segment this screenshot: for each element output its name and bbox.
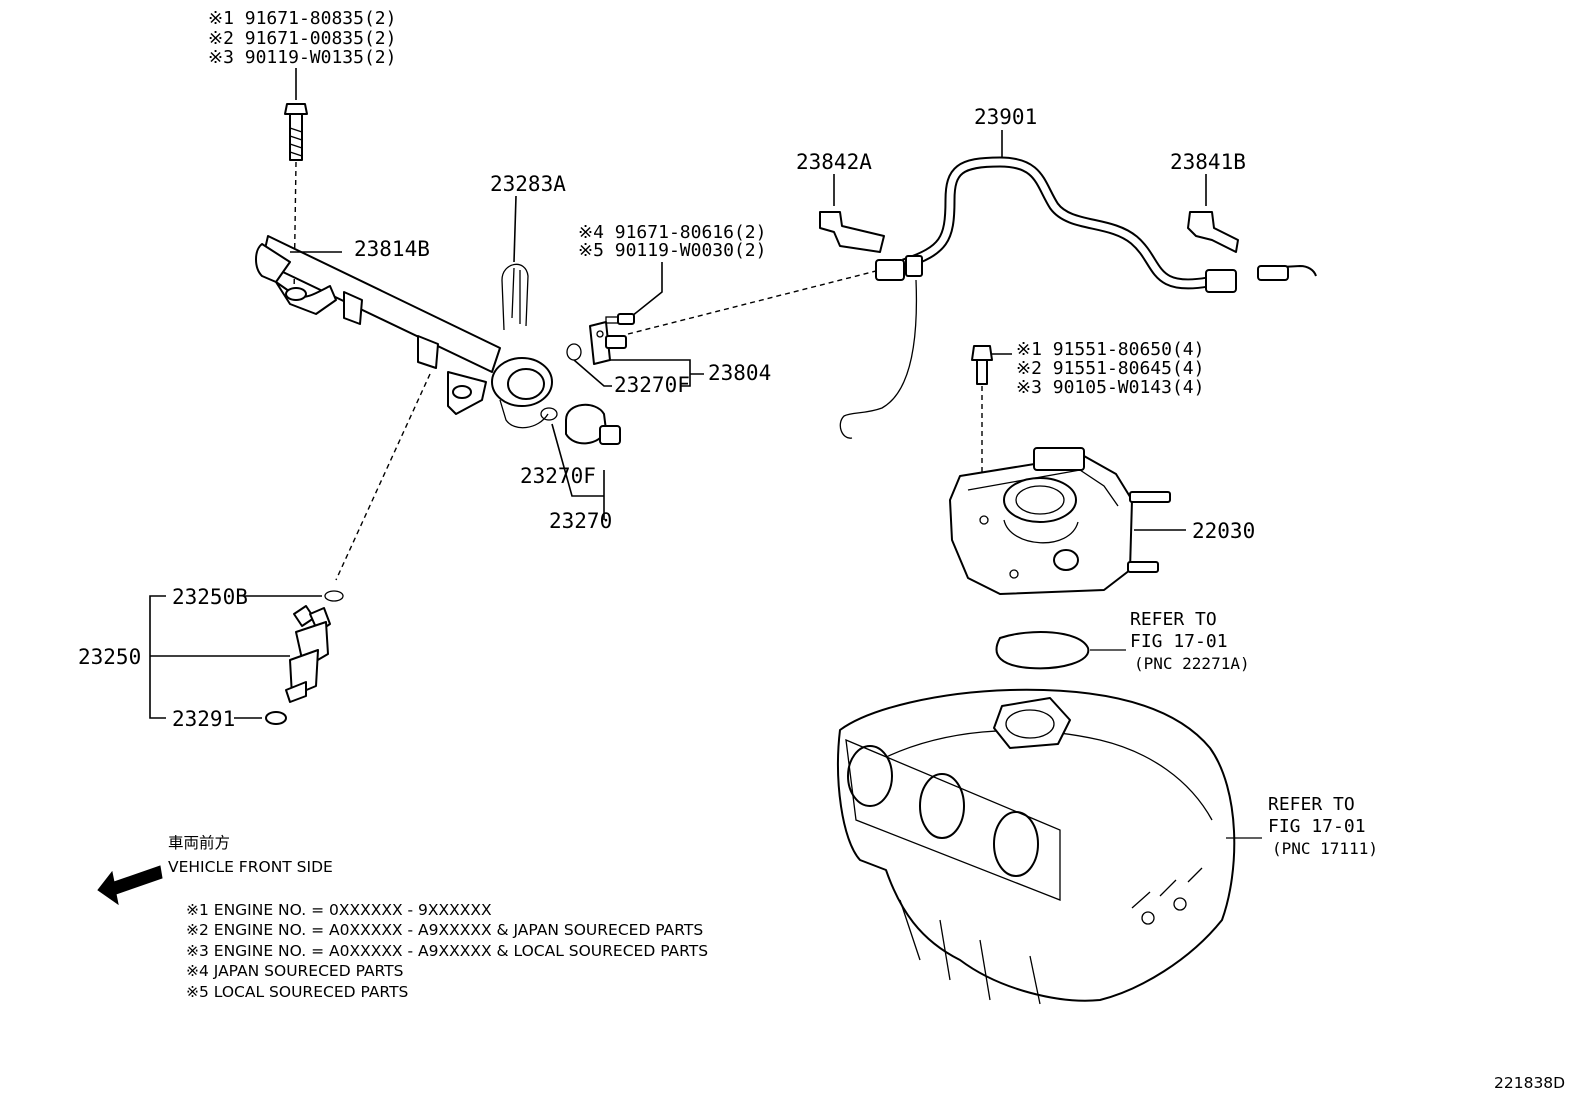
intake-manifold-drawing — [837, 688, 1236, 1005]
ref-gasket-line-2: FIG 17-01 — [1130, 631, 1228, 652]
leader-23250 — [149, 595, 290, 719]
label-23814B: 23814B — [354, 237, 430, 261]
leader-23270F-upper — [573, 359, 612, 387]
bolt-callout-top: ※1 91671-80835(2) ※2 91671-00835(2) ※3 9… — [208, 8, 396, 68]
clamp-23842A-drawing — [819, 211, 885, 253]
injector-drawing — [265, 605, 331, 725]
bolt-top-line-2: ※2 91671-00835(2) — [208, 28, 396, 49]
clamp-23841B-drawing — [1187, 211, 1239, 253]
delivery-pipe-fitting-drawing — [566, 313, 635, 365]
gasket-drawing — [995, 631, 1090, 670]
fuel-hose-drawing — [839, 156, 1317, 439]
bolt-top-line-1: ※1 91671-80835(2) — [208, 8, 396, 29]
bolt-mid-line-2: ※5 90119-W0030(2) — [578, 240, 766, 261]
note-2: ※2 ENGINE NO. = A0XXXXX - A9XXXXX & JAPA… — [186, 921, 703, 939]
direction-en: VEHICLE FRONT SIDE — [168, 858, 333, 876]
ref-manifold-line-1: REFER TO — [1268, 794, 1355, 815]
label-23283A: 23283A — [490, 172, 566, 196]
leader-23270 — [551, 423, 605, 520]
leader-bolt-mid — [631, 262, 663, 317]
bolt-mid-line-1: ※4 91671-80616(2) — [578, 222, 766, 243]
bolt-right-line-1: ※1 91551-80650(4) — [1016, 339, 1204, 360]
leader-23283A — [513, 195, 517, 263]
label-23842A: 23842A — [796, 150, 872, 174]
ref-gasket-line-3: (PNC 22271A) — [1134, 654, 1250, 673]
fuel-rail-drawing — [255, 235, 553, 429]
note-4: ※4 JAPAN SOURECED PARTS — [186, 962, 404, 980]
bolt-right-line-3: ※3 90105-W0143(4) — [1016, 377, 1204, 398]
leader-23804 — [610, 359, 704, 387]
label-23250B: 23250B — [172, 585, 248, 609]
ref-manifold-line-2: FIG 17-01 — [1268, 816, 1366, 837]
label-23841B: 23841B — [1170, 150, 1246, 174]
throttle-body-drawing — [949, 447, 1171, 595]
label-23291: 23291 — [172, 707, 235, 731]
injector-oring-drawing — [324, 590, 344, 602]
pressure-regulator-drawing — [540, 403, 621, 445]
label-23250: 23250 — [78, 645, 141, 669]
clip-drawing — [501, 263, 529, 331]
label-23270F-upper: 23270F — [614, 373, 690, 397]
engine-notes: ※1 ENGINE NO. = 0XXXXXX - 9XXXXXX ※2 ENG… — [186, 901, 708, 1001]
dash-to-hose — [627, 269, 881, 335]
label-23804: 23804 — [708, 361, 771, 385]
front-arrow-icon — [97, 865, 163, 906]
dash-to-injector — [335, 373, 431, 581]
direction-jp: 車両前方 — [168, 834, 230, 852]
ref-gasket-line-1: REFER TO — [1130, 609, 1217, 630]
label-23270: 23270 — [549, 509, 612, 533]
bolt-top-drawing — [284, 68, 308, 297]
note-3: ※3 ENGINE NO. = A0XXXXX - A9XXXXX & LOCA… — [186, 942, 708, 960]
label-22030: 22030 — [1192, 519, 1255, 543]
label-23270F-lower: 23270F — [520, 464, 596, 488]
ref-manifold-line-3: (PNC 17111) — [1272, 839, 1378, 858]
note-5: ※5 LOCAL SOURECED PARTS — [186, 983, 408, 1001]
note-1: ※1 ENGINE NO. = 0XXXXXX - 9XXXXXX — [186, 901, 492, 919]
bolt-top-line-3: ※3 90119-W0135(2) — [208, 47, 396, 68]
label-23901: 23901 — [974, 105, 1037, 129]
figure-id: 221838D — [1494, 1074, 1565, 1092]
bolt-right-line-2: ※2 91551-80645(4) — [1016, 358, 1204, 379]
